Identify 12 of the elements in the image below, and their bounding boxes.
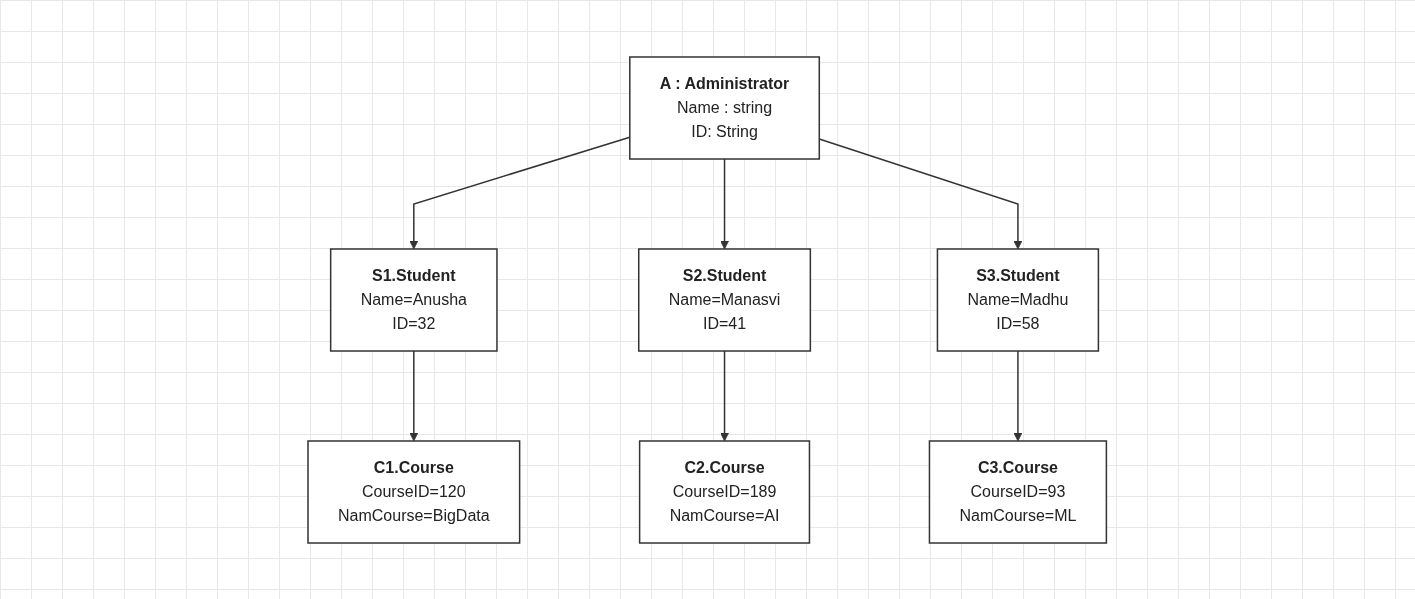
arrow [720,349,730,441]
node-box: C1.Course CourseID=120 NamCourse=BigData [307,439,521,544]
node-box: C2.Course CourseID=189 NamCourse=AI [639,439,811,544]
arrow [409,136,631,249]
node-box: S2.Student Name=Manasvi ID=41 [638,247,812,352]
arrow [720,157,730,249]
arrow [1013,349,1023,441]
arrow [409,349,419,441]
node-box: C3.Course CourseID=93 NamCourse=ML [929,439,1108,544]
node-box: S3.Student Name=Madhu ID=58 [937,247,1100,352]
node-box: S1.Student Name=Anusha ID=32 [330,247,498,352]
node-box: A : Administrator Name : string ID: String [629,55,821,160]
